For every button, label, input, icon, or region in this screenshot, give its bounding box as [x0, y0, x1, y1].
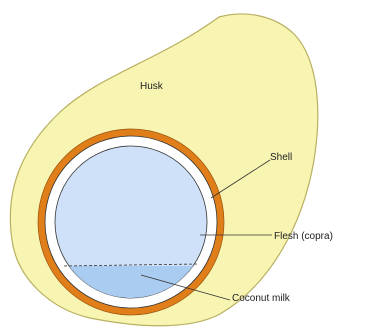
- husk-label: Husk: [140, 81, 164, 92]
- shell-label: Shell: [270, 152, 292, 163]
- coconut-milk-label: Coconut milk: [232, 293, 291, 304]
- flesh-label: Flesh (copra): [274, 231, 333, 242]
